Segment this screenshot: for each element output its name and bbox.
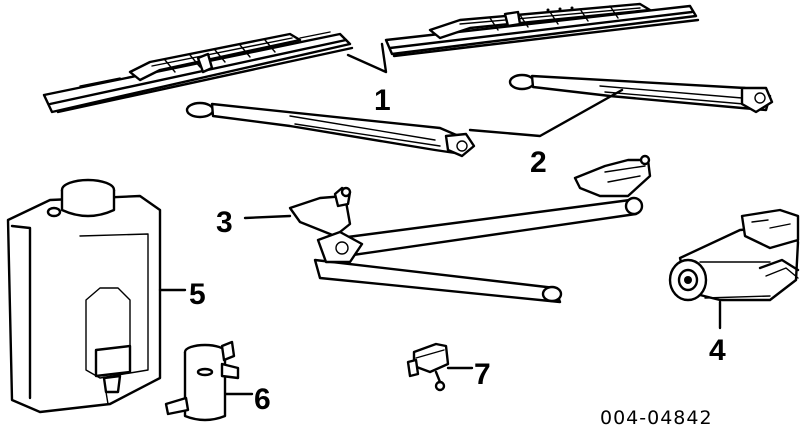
washer-reservoir	[6, 178, 162, 414]
callout-label: 7	[474, 358, 491, 391]
callout-label: 5	[189, 278, 206, 311]
wiper-blade-left	[42, 31, 354, 114]
diagram-reference-code: 004-04842	[600, 407, 713, 429]
callout-label: 4	[709, 334, 726, 367]
washer-nozzle	[406, 342, 450, 392]
callout-label: 2	[530, 146, 547, 179]
callout-label: 1	[374, 84, 391, 117]
callout-label: 6	[254, 383, 271, 416]
wiper-arm-left	[185, 101, 476, 158]
wiper-linkage	[288, 154, 652, 304]
wiper-motor	[668, 208, 800, 302]
callout-3-leader	[243, 214, 292, 220]
washer-pump	[164, 340, 240, 422]
callout-1-leader	[346, 42, 388, 74]
wiper-arm-right	[508, 73, 774, 114]
callout-label: 3	[216, 206, 233, 239]
callout-2-leader	[468, 88, 624, 138]
wiper-blade-right	[384, 2, 700, 58]
